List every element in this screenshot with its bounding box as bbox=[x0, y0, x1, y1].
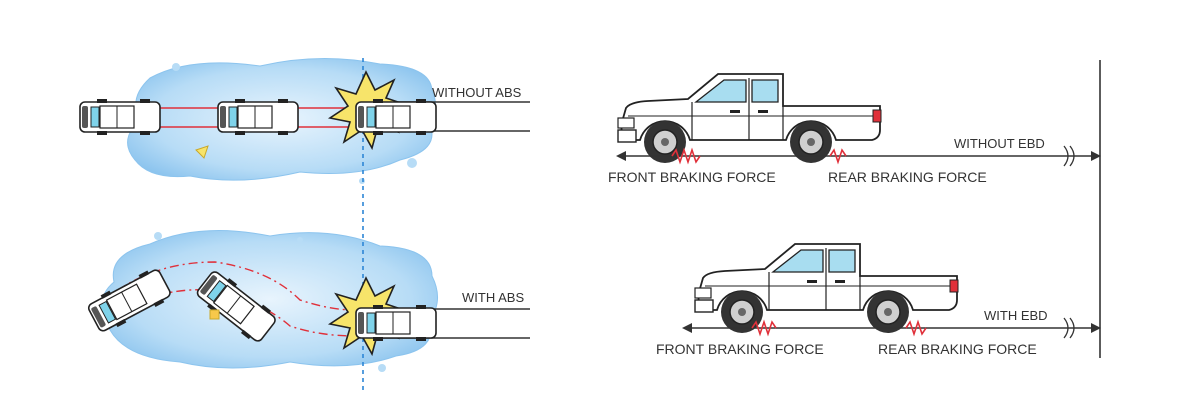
car-top-view bbox=[355, 98, 437, 136]
arrow-left-icon bbox=[682, 323, 692, 333]
rear-force-zigzag-icon bbox=[905, 319, 927, 337]
road-break-icon bbox=[1063, 317, 1075, 339]
front-braking-force-label: FRONT BRAKING FORCE bbox=[608, 169, 776, 185]
arrow-right-icon bbox=[1091, 323, 1101, 333]
front-force-zigzag-icon bbox=[751, 319, 777, 337]
pickup-truck-side-view bbox=[694, 243, 959, 334]
front-force-zigzag-icon bbox=[671, 147, 701, 165]
car-top-view bbox=[217, 98, 299, 136]
arrow-right-icon bbox=[1091, 151, 1101, 161]
front-braking-force-label: FRONT BRAKING FORCE bbox=[656, 341, 824, 357]
without-ebd-label: WITHOUT EBD bbox=[954, 136, 1045, 151]
car-top-view bbox=[355, 304, 437, 342]
abs-comparison-panel: WITHOUT ABS WITH ABS bbox=[79, 58, 530, 390]
road-break-icon bbox=[1063, 145, 1075, 167]
car-top-view bbox=[79, 98, 161, 136]
rear-force-zigzag-icon bbox=[829, 148, 847, 165]
ebd-comparison-panel: WITHOUT EBD FRONT BRAKING FORCE REAR BRA… bbox=[608, 60, 1101, 358]
warning-marker-icon bbox=[195, 145, 209, 159]
rear-braking-force-label: REAR BRAKING FORCE bbox=[878, 341, 1037, 357]
without-abs-label: WITHOUT ABS bbox=[432, 85, 522, 100]
rear-braking-force-label: REAR BRAKING FORCE bbox=[828, 169, 987, 185]
warning-marker-icon bbox=[209, 309, 220, 320]
with-abs-label: WITH ABS bbox=[462, 290, 524, 305]
with-ebd-label: WITH EBD bbox=[984, 308, 1048, 323]
arrow-left-icon bbox=[616, 151, 626, 161]
